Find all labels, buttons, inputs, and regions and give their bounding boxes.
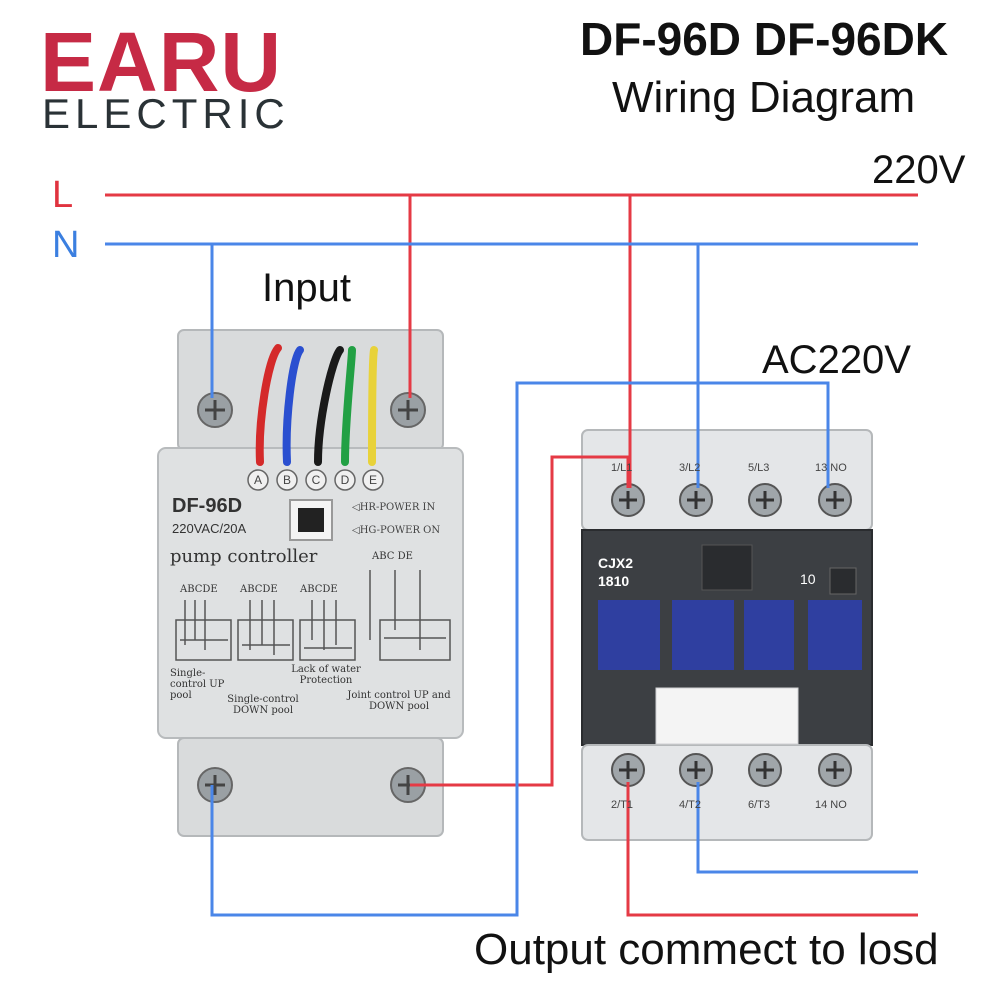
output-label: Output commect to losd	[474, 925, 939, 974]
mode-label: Single-control DOWN pool	[227, 694, 299, 716]
contactor-terminal-label: 2/T1	[611, 799, 634, 811]
contactor-terminal-label: 13 NO	[815, 462, 847, 474]
terminal-letter-b: B	[282, 473, 291, 487]
group-label: ABCDE	[300, 584, 338, 595]
load-neutral-wire	[696, 782, 918, 874]
mode-sketches	[175, 570, 451, 661]
contactor-model: CJX2	[598, 555, 634, 571]
mode-label: Lack of water Protection	[291, 664, 361, 686]
controller-name: pump controller	[170, 546, 318, 567]
mode-label: Joint control UP and DOWN pool	[347, 690, 451, 712]
contactor-terminal-label: 3/L2	[679, 462, 701, 474]
wires	[105, 193, 918, 917]
terminal-letter-c: C	[311, 473, 321, 487]
contact-block	[672, 600, 734, 670]
sensor-wires	[255, 344, 378, 466]
indicator-hr-label: ◁HR-POWER IN	[352, 502, 436, 513]
mode-label: Single-control UP pool	[170, 668, 225, 701]
contact-block	[744, 600, 794, 670]
control-output-live	[410, 455, 630, 787]
terminal-letter-d: D	[340, 473, 350, 487]
contactor-terminal-label: 14 NO	[815, 799, 847, 811]
contactor-aux-label: 10	[800, 571, 816, 587]
contactor-screws	[611, 483, 852, 787]
diagram-models: DF-96D DF-96DK	[580, 13, 949, 65]
contactor-device	[581, 429, 873, 841]
live-label: L	[52, 174, 74, 216]
diagram-subtitle: Wiring Diagram	[612, 73, 916, 122]
group-label: ABCDE	[240, 584, 278, 595]
indicator-window	[289, 499, 333, 541]
load-live-wire	[626, 782, 918, 917]
contactor-terminal-label: 4/T2	[679, 799, 702, 811]
group-label: ABCDE	[180, 584, 218, 595]
controller-rating: 220VAC/20A	[172, 521, 247, 536]
pump-controller-device	[157, 329, 464, 837]
contactor-slider	[655, 687, 799, 745]
contactor-terminal-label: 5/L3	[748, 462, 770, 474]
controller-screws	[197, 392, 426, 803]
brand-tagline: ELECTRIC	[42, 90, 290, 137]
indicator-hg-label: ◁HG-POWER ON	[352, 525, 441, 536]
contactor-rating: 1810	[598, 573, 630, 589]
terminal-letter-a: A	[253, 473, 262, 487]
controller-model: DF-96D	[172, 495, 243, 517]
terminal-markers	[247, 469, 384, 491]
contact-block	[808, 600, 862, 670]
brand-logo: EARU	[40, 15, 283, 109]
group-label: ABC DE	[372, 551, 413, 562]
terminal-letter-e: E	[368, 473, 377, 487]
contactor-terminal-label: 6/T3	[748, 799, 771, 811]
contact-block	[598, 600, 660, 670]
contactor-terminal-label: 1/L1	[611, 462, 633, 474]
supply-voltage-label: 220V	[872, 148, 966, 192]
neutral-label: N	[52, 224, 80, 266]
input-label: Input	[262, 266, 351, 310]
control-output-neutral	[210, 381, 830, 917]
coil-voltage-label: AC220V	[762, 338, 911, 382]
